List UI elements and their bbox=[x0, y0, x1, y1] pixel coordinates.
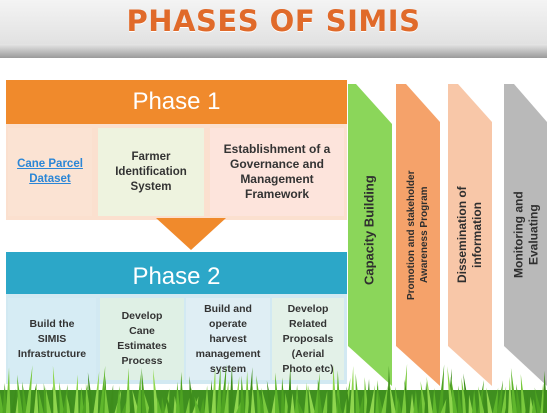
phase-2-header: Phase 2 bbox=[6, 252, 347, 294]
page-title: PHASES OF SIMIS bbox=[126, 4, 421, 38]
phase-2-item-proposals: Develop Related Proposals (Aerial Photo … bbox=[272, 298, 344, 380]
title-banner bbox=[0, 0, 547, 58]
promotion-label: Promotion and stakeholder Awareness Prog… bbox=[406, 170, 430, 300]
grass-decoration bbox=[0, 363, 547, 413]
phase-1-item-governance: Establishment of a Governance and Manage… bbox=[210, 128, 344, 216]
phase-1-item-farmer-id: Farmer Identification System bbox=[98, 128, 204, 216]
banner-shadow bbox=[0, 44, 547, 58]
dissemination-chevron bbox=[448, 84, 492, 386]
capacity-building-chevron bbox=[348, 84, 392, 386]
dissemination-label: Dissemination of information bbox=[455, 186, 484, 284]
promotion-chevron bbox=[396, 84, 440, 386]
cane-parcel-link[interactable]: Cane Parcel Dataset bbox=[17, 158, 83, 185]
capacity-building-label: Capacity Building bbox=[361, 175, 377, 285]
phase-arrow-down bbox=[156, 218, 226, 250]
phase-2-item-infrastructure: Build the SIMIS Infrastructure bbox=[8, 298, 96, 380]
phase-2-item-harvest-system: Build and operate harvest management sys… bbox=[186, 298, 270, 380]
phase-2-item-cane-estimates: Develop Cane Estimates Process bbox=[100, 298, 184, 380]
phase-1-item-cane-parcel[interactable]: Cane Parcel Dataset bbox=[8, 128, 92, 216]
phase-1-header: Phase 1 bbox=[6, 80, 347, 124]
monitoring-chevron bbox=[504, 84, 547, 386]
monitoring-label: Monitoring and Evaluating bbox=[511, 191, 541, 279]
